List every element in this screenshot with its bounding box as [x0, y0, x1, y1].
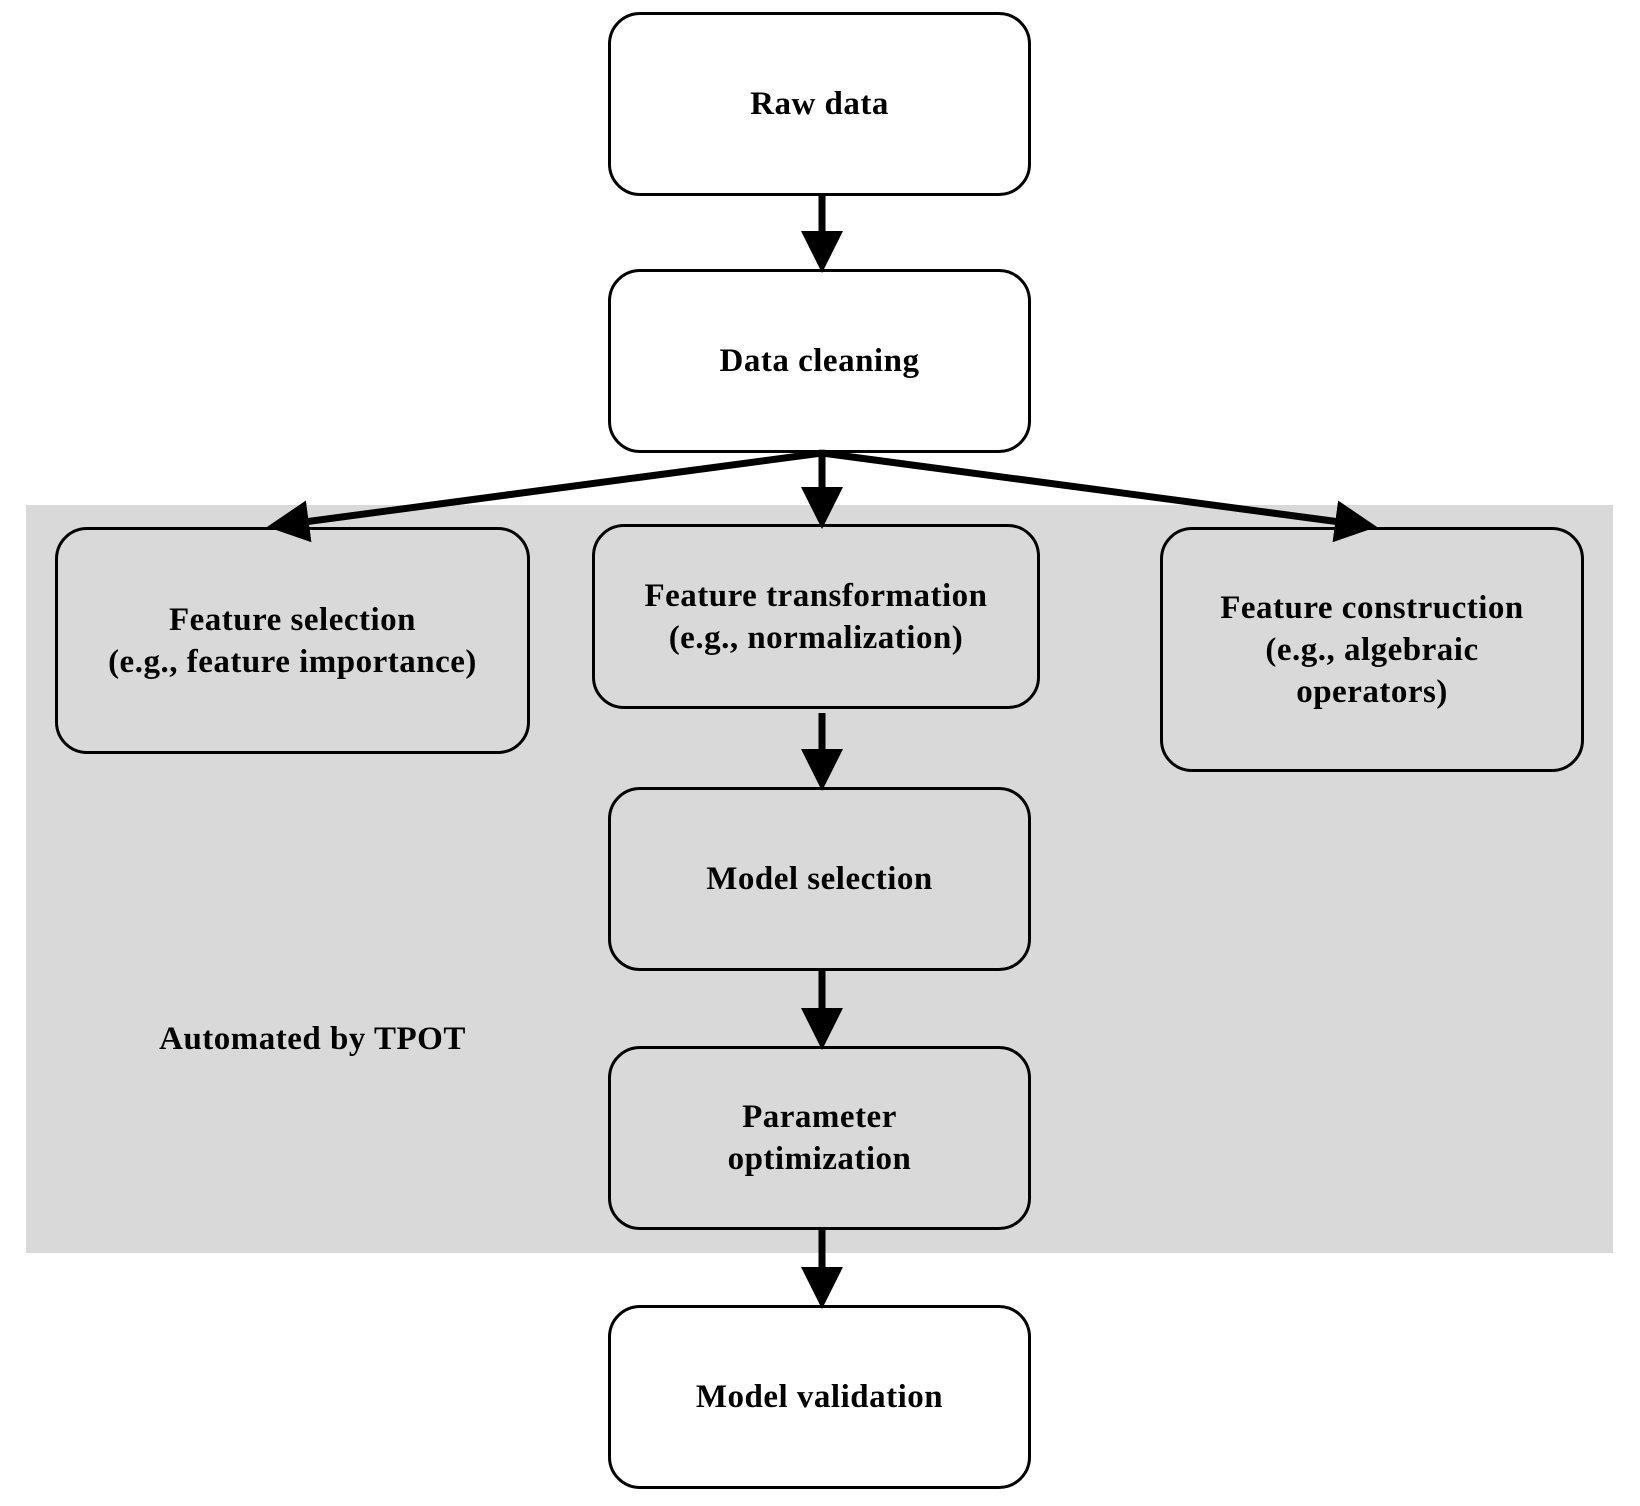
tpot-region-label: Automated by TPOT [159, 1021, 466, 1057]
node-feature-transformation: Feature transformation (e.g., normalizat… [592, 524, 1040, 709]
node-feature-transformation-line-2: (e.g., normalization) [668, 620, 964, 656]
node-data-cleaning: Data cleaning [608, 269, 1031, 453]
node-model-validation-label: Model validation [695, 1379, 944, 1415]
node-feature-construction-line-3: operators) [1296, 673, 1448, 710]
node-parameter-optimization: Parameter optimization [608, 1046, 1031, 1230]
node-feature-transformation-line-1: Feature transformation [644, 578, 988, 614]
node-feature-construction-line-2: (e.g., algebraic [1265, 631, 1479, 668]
node-raw-data: Raw data [608, 12, 1031, 196]
node-feature-selection-line-1: Feature selection [168, 601, 417, 638]
node-feature-construction: Feature construction (e.g., algebraic op… [1160, 527, 1584, 772]
node-model-selection-label: Model selection [706, 861, 933, 897]
node-feature-selection: Feature selection (e.g., feature importa… [55, 527, 530, 754]
node-parameter-optimization-line-1: Parameter [742, 1099, 897, 1135]
node-parameter-optimization-line-2: optimization [727, 1141, 912, 1177]
node-raw-data-label: Raw data [750, 86, 889, 122]
node-model-selection: Model selection [608, 787, 1031, 971]
node-model-validation: Model validation [608, 1305, 1031, 1489]
node-feature-construction-line-1: Feature construction [1220, 589, 1524, 626]
node-data-cleaning-label: Data cleaning [719, 343, 920, 379]
node-feature-selection-line-2: (e.g., feature importance) [108, 643, 477, 680]
